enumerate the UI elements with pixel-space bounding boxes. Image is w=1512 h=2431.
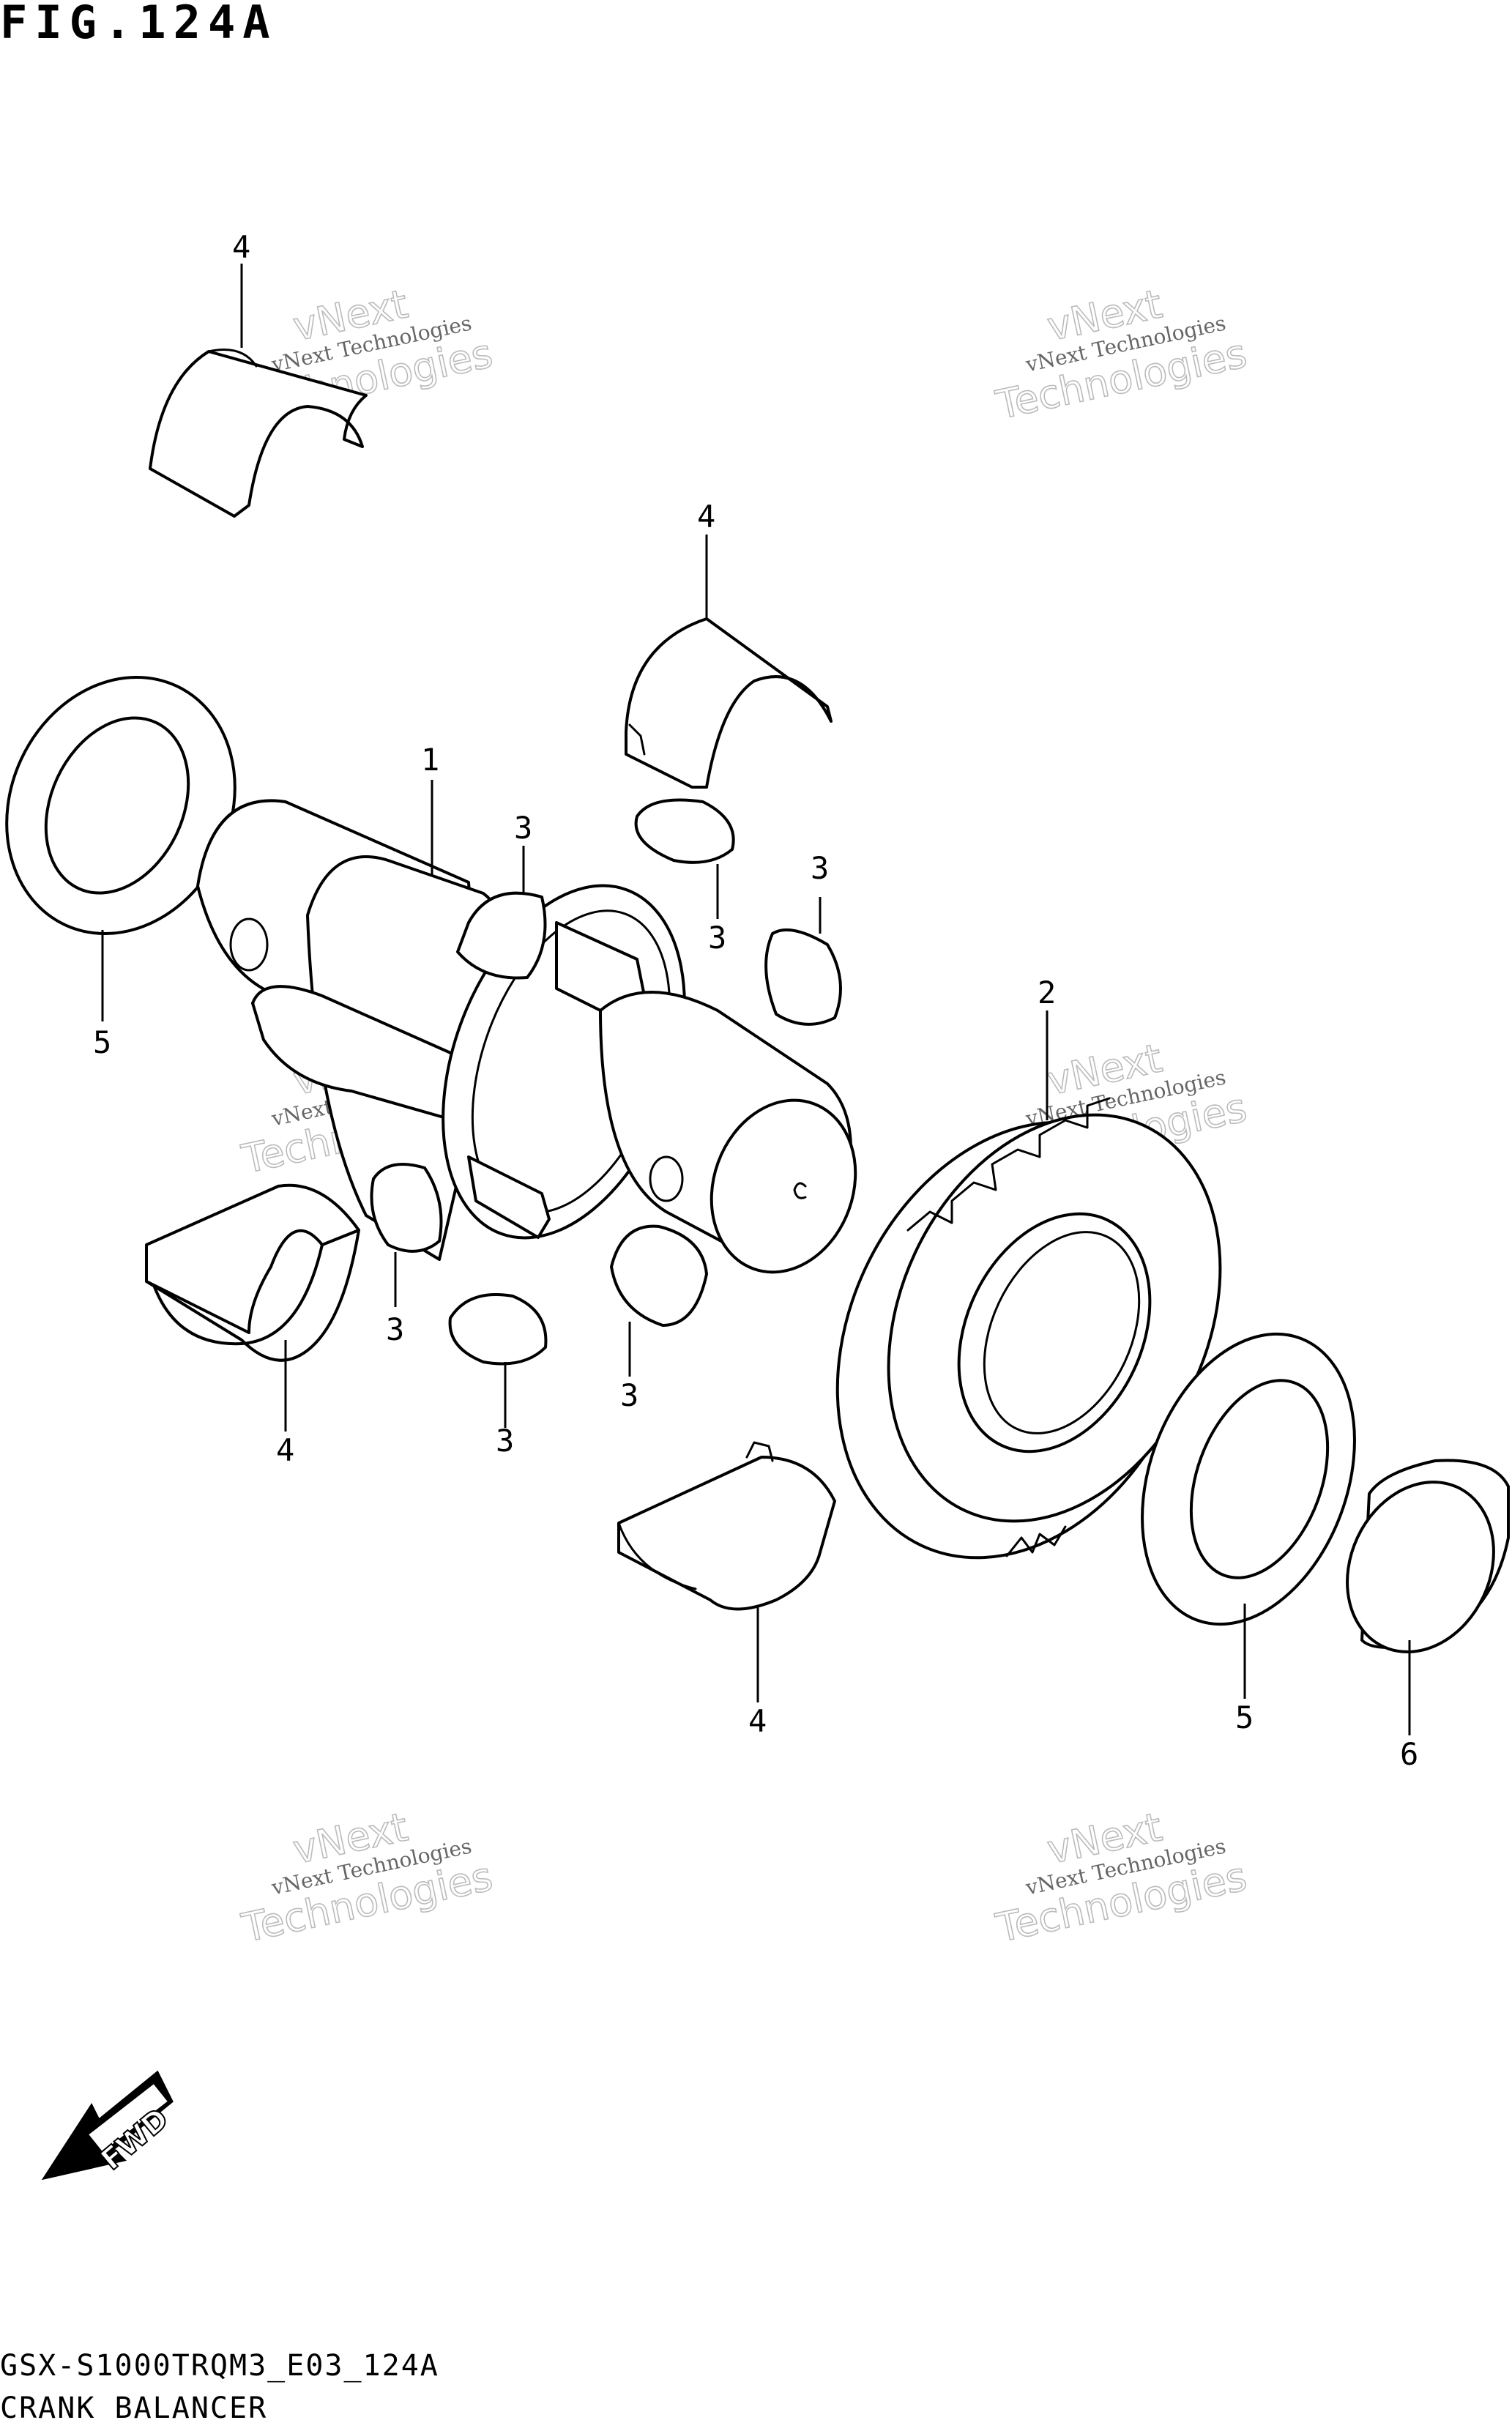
balancer-weight-e[interactable] (448, 1293, 548, 1366)
balancer-weight-a[interactable] (456, 891, 547, 980)
callout-labels: 4 4 1 3 3 3 3 3 5 4 4 2 5 6 (93, 229, 1418, 1772)
thrust-washer-left[interactable] (0, 639, 276, 971)
balancer-weight-c[interactable] (764, 928, 842, 1026)
callout-weight-a: 3 (514, 810, 532, 846)
callout-cap: 6 (1400, 1736, 1418, 1772)
bearing-shell-lower-left[interactable] (145, 1183, 360, 1362)
callout-washer-left: 5 (93, 1024, 111, 1060)
callout-weight-c: 3 (811, 850, 829, 886)
callout-weight-d: 3 (386, 1311, 404, 1347)
watermark-bottom-left: vNext Technologies vNext Technologies (237, 1803, 497, 1952)
callout-bearing-low-left: 4 (276, 1432, 294, 1468)
watermark-bottom-right: vNext Technologies vNext Technologies (991, 1803, 1251, 1952)
figure-code: GSX-S1000TRQM3_E03_124A (0, 2349, 439, 2383)
balancer-weight-b[interactable] (634, 798, 735, 864)
callout-gear: 2 (1038, 975, 1056, 1010)
figure-name: CRANK BALANCER (0, 2391, 268, 2425)
callout-weight-b: 3 (708, 920, 726, 956)
leader-lines (101, 264, 1411, 1735)
forward-direction-arrow: FWD (41, 2070, 176, 2181)
callout-bearing-low-mid: 4 (748, 1703, 767, 1739)
figure-title: FIG.124A (0, 0, 278, 49)
callout-weight-f: 3 (620, 1377, 638, 1413)
callout-bearing-top-mid: 4 (697, 499, 715, 535)
bearing-shell-lower-mid[interactable] (617, 1441, 836, 1611)
callout-washer-right: 5 (1235, 1700, 1254, 1735)
end-cap[interactable] (1320, 1458, 1512, 1676)
balancer-weight-d[interactable] (370, 1163, 443, 1253)
callout-weight-e: 3 (496, 1423, 514, 1459)
balancer-driven-gear[interactable] (770, 1060, 1284, 1617)
callout-shaft: 1 (421, 742, 439, 778)
callout-bearing-top-left: 4 (232, 229, 250, 265)
watermark-top-right: vNext Technologies vNext Technologies (991, 280, 1251, 429)
bearing-shell-top-left[interactable] (149, 349, 368, 518)
balancer-weight-f[interactable] (610, 1224, 708, 1327)
thrust-washer-right[interactable] (1104, 1304, 1393, 1654)
bearing-shell-top-mid[interactable] (625, 617, 833, 789)
